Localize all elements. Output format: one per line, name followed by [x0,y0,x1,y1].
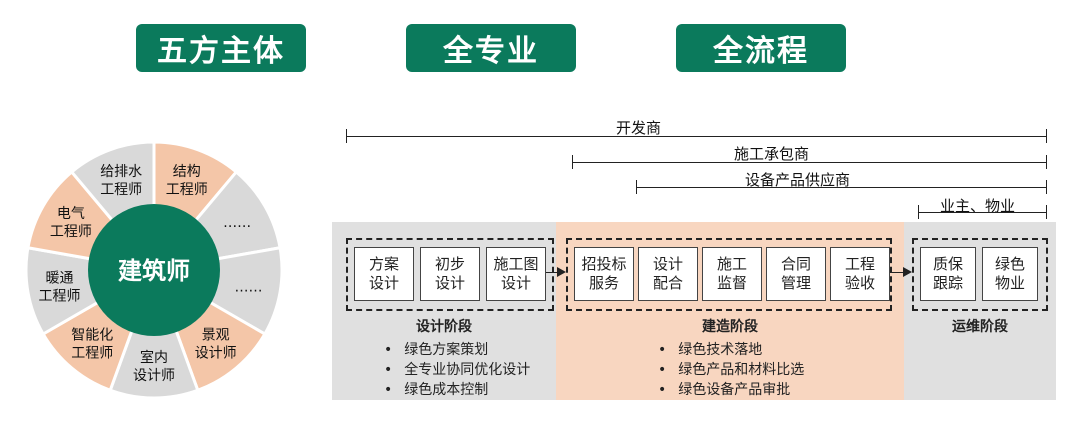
step-construction-drawing-design: 施工图 设计 [486,247,546,301]
wheel-segment-label: 景观设计师 [195,328,237,362]
wheel-segment-label: 暖通工程师 [39,271,81,305]
step-design-coordination: 设计 配合 [638,247,698,301]
wheel-segment-label: 电气工程师 [50,206,92,240]
list-item: 绿色成本控制 [384,380,530,400]
wheel-segment-label: 结构工程师 [166,164,208,198]
step-contract-management: 合同 管理 [766,247,826,301]
design-phase-title: 设计阶段 [416,319,472,335]
step-preliminary-design: 初步 设计 [420,247,480,301]
timeline-contractor-label: 施工承包商 [734,145,810,163]
list-item: 绿色技术落地 [658,340,804,360]
step-project-acceptance: 工程 验收 [830,247,890,301]
badge-five-parties: 五方主体 [136,24,306,72]
timeline-supplier-label: 设备产品供应商 [745,171,851,189]
design-steps-group [346,238,554,311]
wheel-segment-label: 智能化工程师 [71,328,113,362]
timeline-tick [346,129,347,143]
wheel-segment-label: …… [235,280,263,296]
step-warranty-tracking: 质保 跟踪 [920,247,976,301]
step-construction-supervision: 施工 监督 [702,247,762,301]
timeline-tick [1046,180,1047,194]
wheel-segment-label: …… [223,215,251,231]
operation-steps-group [912,238,1048,311]
timeline-owner-line [918,212,1046,213]
step-green-property: 绿色 物业 [982,247,1038,301]
list-item: 绿色产品和材料比选 [658,360,804,380]
design-phase-bullets: 绿色方案策划 全专业协同优化设计 绿色成本控制 [384,340,530,400]
list-item: 绿色设备产品审批 [658,380,804,400]
timeline-owner-label: 业主、物业 [940,197,1016,215]
timeline-developer-label: 开发商 [616,119,662,137]
construction-phase-bullets: 绿色技术落地 绿色产品和材料比选 绿色设备产品审批 [658,340,804,400]
wheel-segment-label: 室内设计师 [133,349,175,384]
construction-phase-title: 建造阶段 [702,319,758,335]
badge-all-disciplines: 全专业 [406,24,576,72]
arrow-construction-to-operation [890,267,912,277]
timeline-tick [1046,129,1047,143]
timeline-tick [1046,205,1047,219]
operation-phase-title: 运维阶段 [952,319,1008,335]
timeline-tick [1046,155,1047,169]
list-item: 绿色方案策划 [384,340,530,360]
step-scheme-design: 方案 设计 [354,247,414,301]
construction-steps-group [566,238,892,311]
timeline-tick [636,180,637,194]
timeline-tick [918,205,919,219]
timeline-developer-line [346,136,1046,137]
step-bidding-service: 招投标 服务 [574,247,634,301]
timeline-contractor-line [572,162,1046,163]
arrow-design-to-construction [546,267,566,277]
badge-full-process: 全流程 [676,24,846,72]
wheel-center-label: 建筑师 [118,257,190,285]
timeline-supplier-line [636,187,1046,188]
timeline-tick [572,155,573,169]
list-item: 全专业协同优化设计 [384,360,530,380]
wheel-center [88,204,220,336]
wheel-segment-label: 给排水工程师 [100,164,142,198]
